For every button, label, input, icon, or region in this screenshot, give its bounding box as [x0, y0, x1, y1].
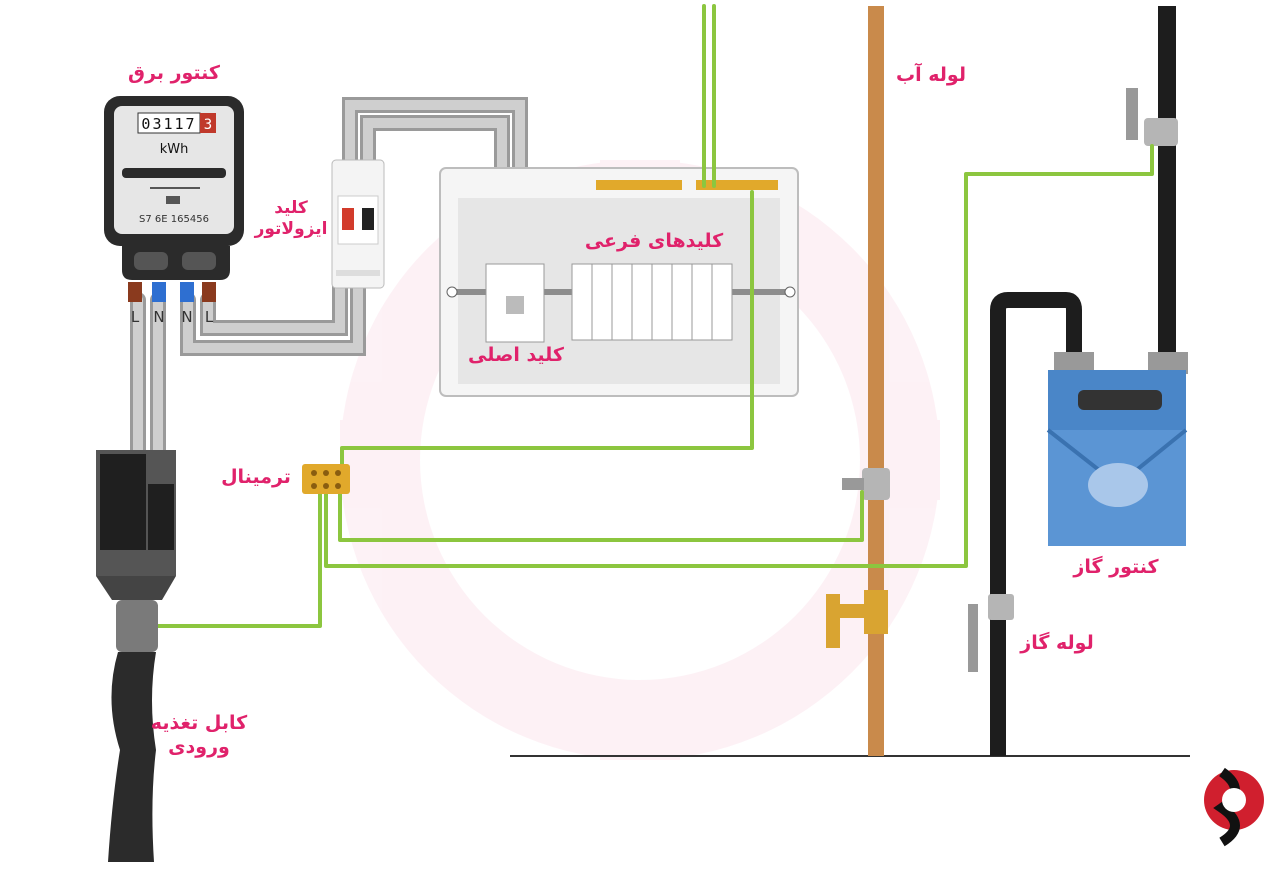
label-gas-meter: کنتور گاز	[1073, 556, 1159, 578]
label-terminal: ترمینال	[221, 466, 291, 488]
brand-logo	[1204, 767, 1264, 847]
terminal-block	[302, 464, 350, 494]
electric-meter	[104, 96, 244, 302]
label-main-switch: کلید اصلی	[467, 344, 564, 366]
terminal-label-1: L	[131, 308, 140, 326]
label-supply-cable: کابل تغذیه ورودی	[150, 712, 248, 758]
meter-last-digit: 3	[204, 117, 212, 133]
meter-unit: kWh	[160, 142, 189, 157]
sub-switch-row	[571, 263, 733, 341]
terminal-label-4: L	[205, 308, 214, 326]
gas-installation	[968, 6, 1188, 756]
isolator-switch	[331, 159, 385, 289]
label-sub-switches: کلیدهای فرعی	[584, 230, 724, 252]
label-electric-meter: کنتور برق	[128, 62, 220, 84]
terminal-label-2: N	[153, 308, 164, 326]
label-gas-pipe: لوله گاز	[1020, 632, 1094, 654]
label-isolator-switch: کلید ایزولاتور	[254, 198, 328, 240]
label-water-pipe: لوله آب	[896, 64, 966, 86]
water-pipe	[826, 6, 890, 756]
meter-serial: S7 6E 165456	[139, 214, 209, 225]
earth-wires	[152, 4, 1154, 628]
meter-digits: 03117	[141, 115, 196, 133]
terminal-label-3: N	[181, 308, 192, 326]
supply-cutout	[96, 450, 176, 862]
consumer-unit	[439, 167, 799, 397]
